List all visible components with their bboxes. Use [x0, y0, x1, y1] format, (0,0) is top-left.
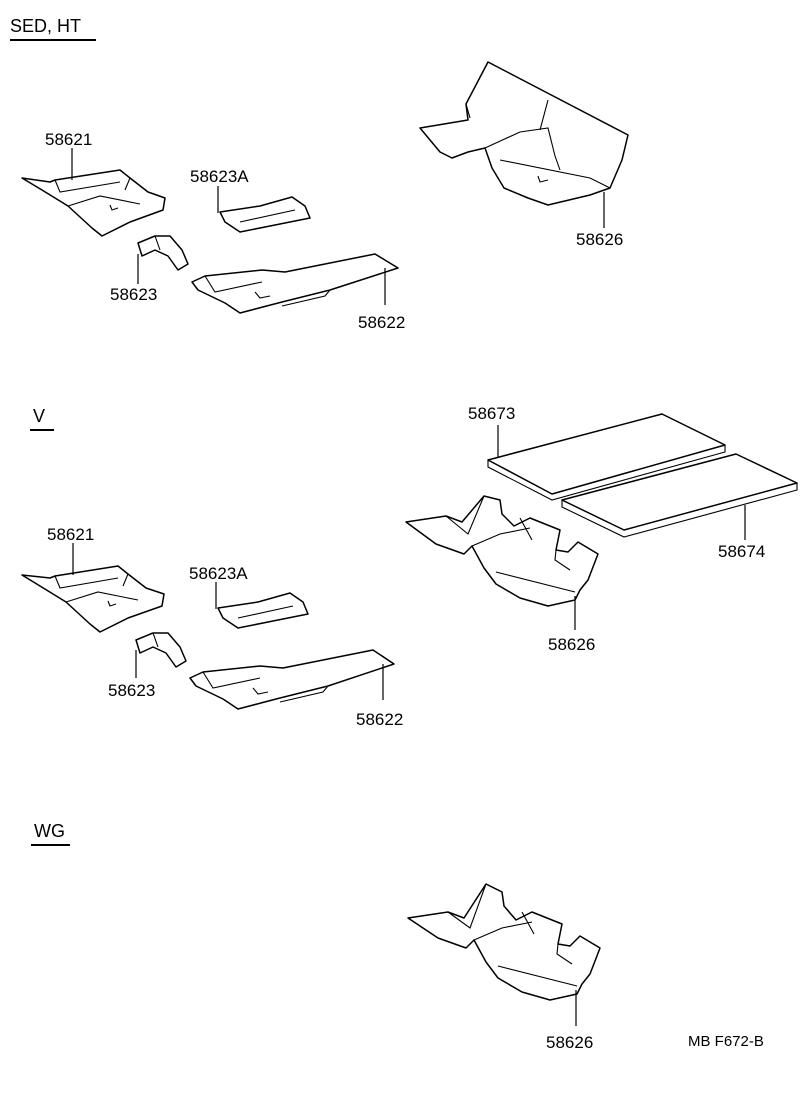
- section-v: V 58621 58623A 58623 58622: [21, 404, 798, 729]
- section-title: V: [33, 406, 45, 426]
- label-58626: 58626: [576, 230, 623, 249]
- label-58621: 58621: [47, 525, 94, 544]
- label-58626: 58626: [548, 635, 595, 654]
- part-58626: [405, 495, 599, 607]
- section-title: SED, HT: [10, 16, 81, 36]
- label-58623: 58623: [108, 681, 155, 700]
- label-58623a: 58623A: [189, 564, 248, 583]
- part-58622: [191, 253, 399, 314]
- part-58621: [21, 169, 166, 237]
- part-58673: [487, 413, 726, 501]
- part-58626: [407, 883, 601, 1001]
- label-58622: 58622: [356, 710, 403, 729]
- part-58623: [135, 632, 187, 668]
- label-58673: 58673: [468, 404, 515, 423]
- section-sed-ht: SED, HT 58621 58623A 58623 58622: [10, 16, 629, 332]
- diagram-code: MB F672-B: [688, 1033, 764, 1050]
- part-58622: [189, 649, 395, 710]
- label-58622: 58622: [358, 313, 405, 332]
- label-58621: 58621: [45, 130, 92, 149]
- label-58623: 58623: [110, 285, 157, 304]
- part-58626: [419, 61, 629, 206]
- part-58621: [21, 565, 165, 633]
- part-58623: [137, 235, 189, 271]
- part-58623a: [217, 592, 309, 629]
- section-wg: WG 58626: [31, 821, 601, 1052]
- label-58626: 58626: [546, 1033, 593, 1052]
- part-58623a: [219, 196, 311, 233]
- label-58623a: 58623A: [190, 167, 249, 186]
- part-58674: [561, 453, 798, 538]
- section-title: WG: [34, 821, 65, 841]
- label-58674: 58674: [718, 542, 765, 561]
